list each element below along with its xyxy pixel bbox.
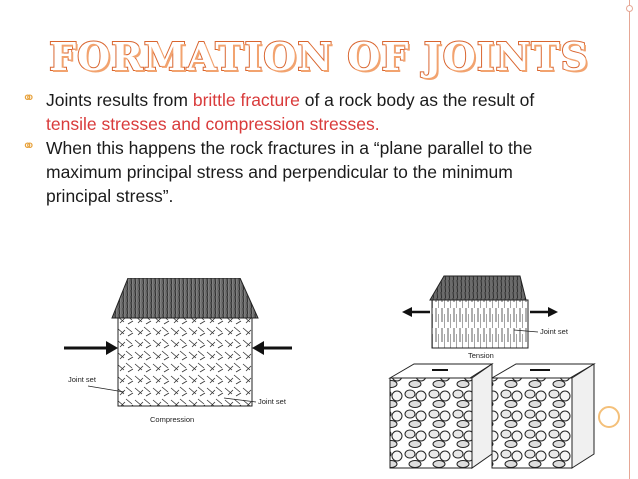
joint-set-label: Joint set <box>540 327 569 336</box>
bullet-2-text: When this happens the rock fractures in … <box>46 138 533 206</box>
bullet-1-highlight-b: tensile stresses and compression stresse… <box>46 114 380 134</box>
ring-bullet-icon: ⚭ <box>22 90 36 107</box>
tension-diagram: Joint set Tension <box>388 275 596 469</box>
tension-block-left <box>389 377 473 469</box>
bullet-1-text-b: of a rock body as the result of <box>299 90 535 110</box>
arrow-left-icon <box>252 341 264 355</box>
arrow-right-icon <box>548 307 558 317</box>
bullet-item-2: ⚭ When this happens the rock fractures i… <box>20 136 540 208</box>
bullet-1-highlight-a: brittle fracture <box>192 90 300 110</box>
joint-set-label-right: Joint set <box>258 397 287 406</box>
corner-ring-icon <box>626 5 633 12</box>
compression-joint-block <box>117 317 253 407</box>
compression-cap-block <box>111 278 259 319</box>
bullet-list: ⚭ Joints results from brittle fracture o… <box>20 88 540 208</box>
tension-caption: Tension <box>468 351 494 360</box>
joint-set-label-left: Joint set <box>68 375 97 384</box>
right-border-line <box>629 0 630 479</box>
compression-caption: Compression <box>150 415 194 424</box>
side-ring-icon <box>598 406 620 428</box>
tension-joint-block <box>431 299 529 349</box>
bullet-1-text-a: Joints results from <box>46 90 193 110</box>
tension-cap-block <box>429 275 527 301</box>
arrow-left-icon <box>402 307 412 317</box>
slide-title: FORMATION OF JOINTS <box>48 33 589 80</box>
ring-bullet-icon: ⚭ <box>22 138 36 155</box>
arrow-right-icon <box>106 341 118 355</box>
tension-block-right <box>491 377 573 469</box>
bullet-item-1: ⚭ Joints results from brittle fracture o… <box>20 88 540 136</box>
compression-diagram: Joint set Joint set Compression <box>64 278 292 424</box>
